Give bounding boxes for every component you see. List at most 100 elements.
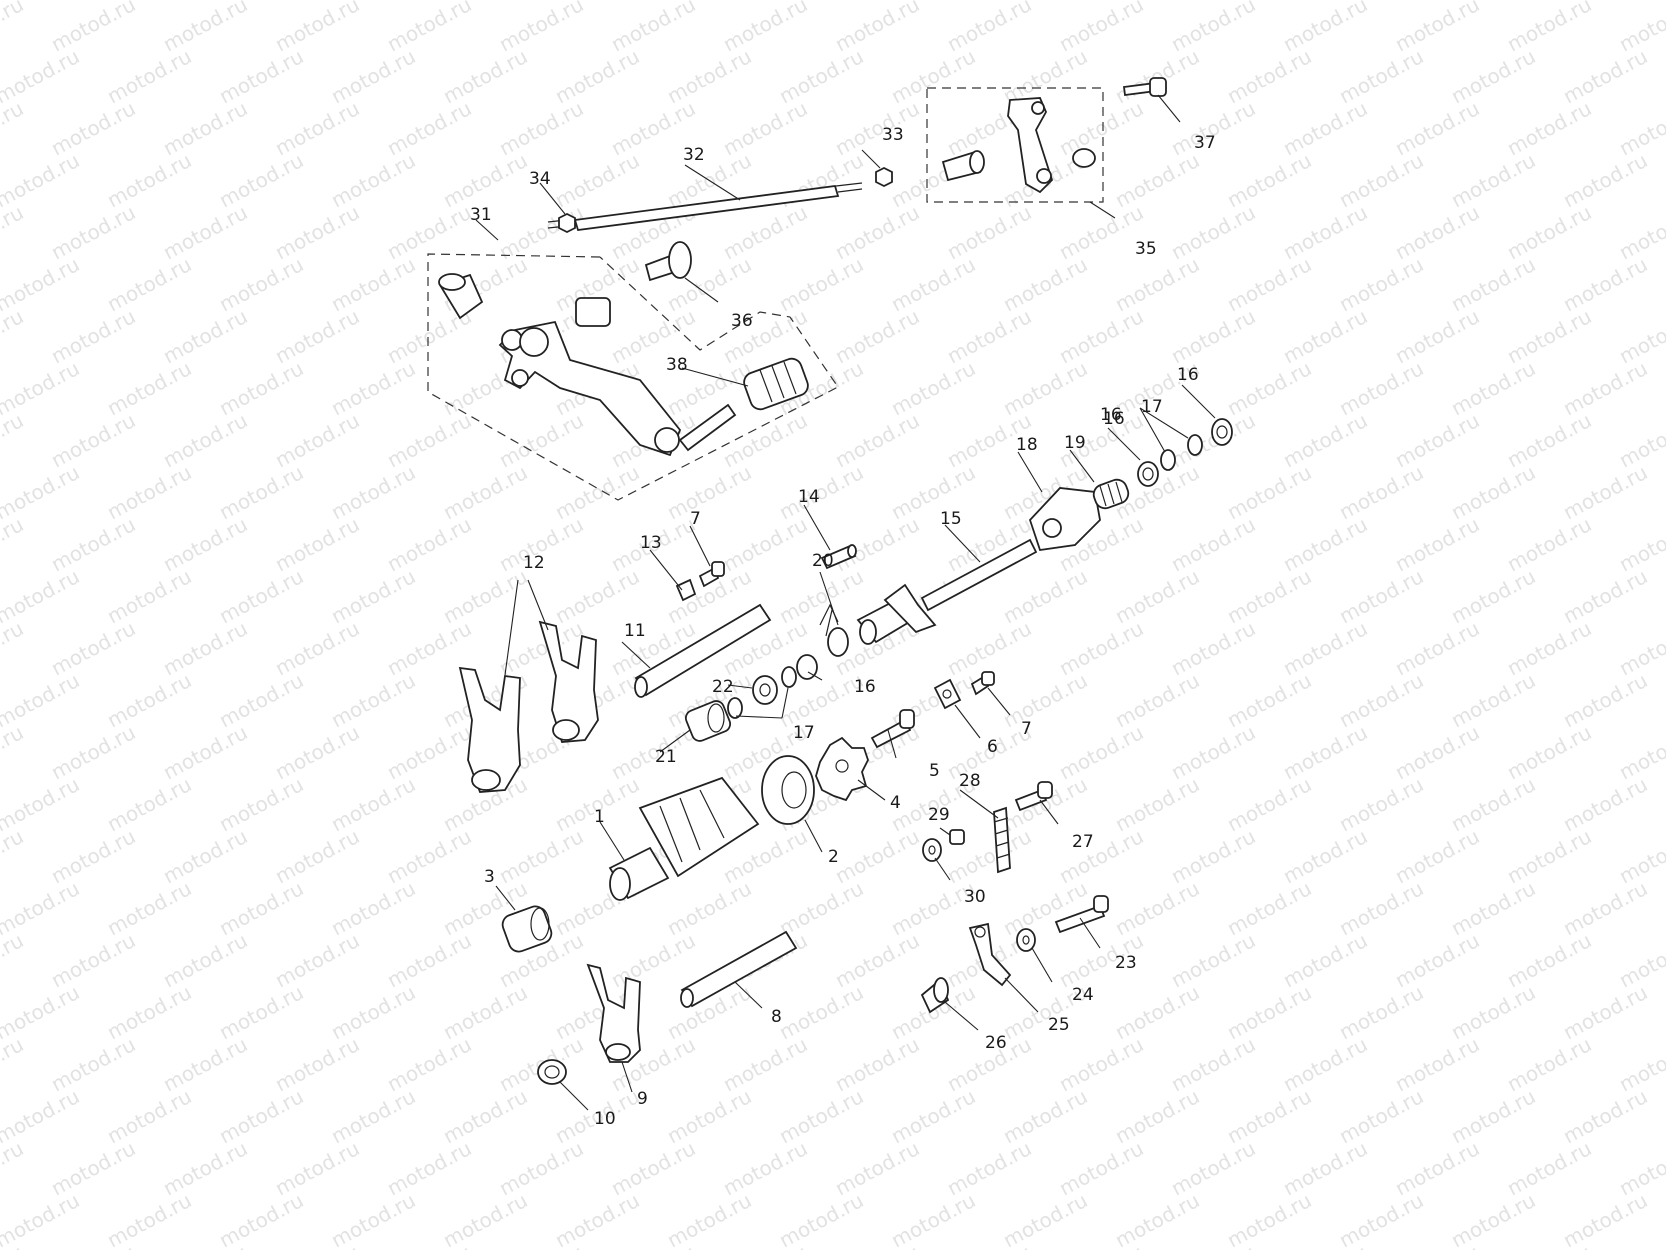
callout-number: 30 <box>964 887 986 907</box>
bolt-part-27 <box>1014 781 1053 812</box>
watermark-text: motod.ru <box>1279 408 1371 472</box>
watermark-text: motod.ru <box>271 720 363 784</box>
lock-plate-part-13 <box>675 578 697 602</box>
watermark-text: motod.ru <box>271 616 363 680</box>
watermark-text: motod.ru <box>1559 980 1651 1044</box>
watermark-text: motod.ru <box>159 616 251 680</box>
watermark-text: motod.ru <box>831 200 923 264</box>
watermark-text: motod.ru <box>999 564 1091 628</box>
watermark-text: motod.ru <box>215 564 307 628</box>
callout-number: 14 <box>798 487 820 507</box>
watermark-text: motod.ru <box>943 0 1035 56</box>
nut-part-33 <box>875 166 893 188</box>
watermark-text: motod.ru <box>1559 564 1651 628</box>
watermark-text: motod.ru <box>1335 564 1427 628</box>
watermark-text: motod.ru <box>0 824 27 888</box>
watermark-text: motod.ru <box>1279 928 1371 992</box>
watermark-text: motod.ru <box>1055 1136 1147 1200</box>
watermark-text: motod.ru <box>383 824 475 888</box>
watermark-text: motod.ru <box>1335 772 1427 836</box>
watermark-text: motod.ru <box>383 720 475 784</box>
watermark-text: motod.ru <box>1055 1240 1147 1250</box>
watermark-text: motod.ru <box>887 1084 979 1148</box>
watermark-text: motod.ru <box>1111 1188 1203 1250</box>
callout-number: 17 <box>1141 397 1163 417</box>
watermark-text: motod.ru <box>719 1240 811 1250</box>
watermark-text: motod.ru <box>1335 1084 1427 1148</box>
watermark-text: motod.ru <box>159 928 251 992</box>
watermark-text: motod.ru <box>47 928 139 992</box>
watermark-text: motod.ru <box>1111 44 1203 108</box>
watermark-text: motod.ru <box>327 668 419 732</box>
selector-plate-part-18 <box>1028 487 1101 551</box>
watermark-text: motod.ru <box>831 1240 923 1250</box>
watermark-text: motod.ru <box>1223 668 1315 732</box>
watermark-text: motod.ru <box>831 304 923 368</box>
watermark-text: motod.ru <box>495 1240 587 1250</box>
watermark-text: motod.ru <box>47 512 139 576</box>
bolt-part-37 <box>1122 77 1167 97</box>
callout-number: 15 <box>940 509 962 529</box>
watermark-text: motod.ru <box>1167 304 1259 368</box>
watermark-text: motod.ru <box>0 0 27 56</box>
callout-number: 6 <box>987 737 998 757</box>
watermark-text: motod.ru <box>0 928 27 992</box>
watermark-text: motod.ru <box>999 44 1091 108</box>
watermark-text: motod.ru <box>1111 668 1203 732</box>
watermark-text: motod.ru <box>215 1084 307 1148</box>
watermark-text: motod.ru <box>943 1240 1035 1250</box>
watermark-text: motod.ru <box>607 1240 699 1250</box>
watermark-text: motod.ru <box>103 564 195 628</box>
watermark-text: motod.ru <box>0 1136 27 1200</box>
watermark-text: motod.ru <box>215 668 307 732</box>
watermark-text: motod.ru <box>775 1084 867 1148</box>
watermark-text: motod.ru <box>1559 772 1651 836</box>
watermark-text: motod.ru <box>1559 1084 1651 1148</box>
watermark-text: motod.ru <box>1391 824 1483 888</box>
watermark-text: motod.ru <box>47 1136 139 1200</box>
watermark-text: motod.ru <box>1391 0 1483 56</box>
callout-number: 17 <box>793 723 815 743</box>
watermark-text: motod.ru <box>495 824 587 888</box>
watermark-text: motod.ru <box>1391 720 1483 784</box>
watermark-text: motod.ru <box>1503 408 1595 472</box>
plate-part-6 <box>933 678 962 710</box>
watermark-text: motod.ru <box>999 668 1091 732</box>
watermark-text: motod.ru <box>999 1084 1091 1148</box>
watermark-text: motod.ru <box>1167 1240 1259 1250</box>
watermark-text: motod.ru <box>663 44 755 108</box>
watermark-text: motod.ru <box>47 616 139 680</box>
watermark-text: motod.ru <box>215 1188 307 1250</box>
watermark-text: motod.ru <box>327 772 419 836</box>
watermark-text: motod.ru <box>1391 96 1483 160</box>
watermark-text: motod.ru <box>103 980 195 1044</box>
watermark-text: motod.ru <box>551 564 643 628</box>
watermark-text: motod.ru <box>719 1032 811 1096</box>
watermark-text: motod.ru <box>0 720 27 784</box>
fork-part-9 <box>586 963 641 1063</box>
watermark-text: motod.ru <box>1391 200 1483 264</box>
watermark-text: motod.ru <box>1503 200 1595 264</box>
bolt-part-23 <box>1054 895 1109 934</box>
watermark-text: motod.ru <box>1167 720 1259 784</box>
watermark-text: motod.ru <box>831 928 923 992</box>
watermark-text: motod.ru <box>1335 668 1427 732</box>
watermark-text: motod.ru <box>1279 96 1371 160</box>
watermark-text: motod.ru <box>327 356 419 420</box>
watermark-text: motod.ru <box>1391 1032 1483 1096</box>
watermark-text: motod.ru <box>439 1188 531 1250</box>
watermark-text: motod.ru <box>1559 1188 1651 1250</box>
watermark-text: motod.ru <box>1055 720 1147 784</box>
watermark-text: motod.ru <box>1279 0 1371 56</box>
callout-number: 8 <box>771 1007 782 1027</box>
callout-number: 34 <box>529 169 551 189</box>
watermark-text: motod.ru <box>1167 616 1259 680</box>
watermark-text: motod.ru <box>103 668 195 732</box>
watermark-text: motod.ru <box>271 1136 363 1200</box>
watermark-text: motod.ru <box>887 1188 979 1250</box>
watermark-text: motod.ru <box>831 1136 923 1200</box>
watermark-text: motod.ru <box>1447 460 1539 524</box>
watermark-text: motod.ru <box>943 304 1035 368</box>
watermark-text: motod.ru <box>159 1136 251 1200</box>
